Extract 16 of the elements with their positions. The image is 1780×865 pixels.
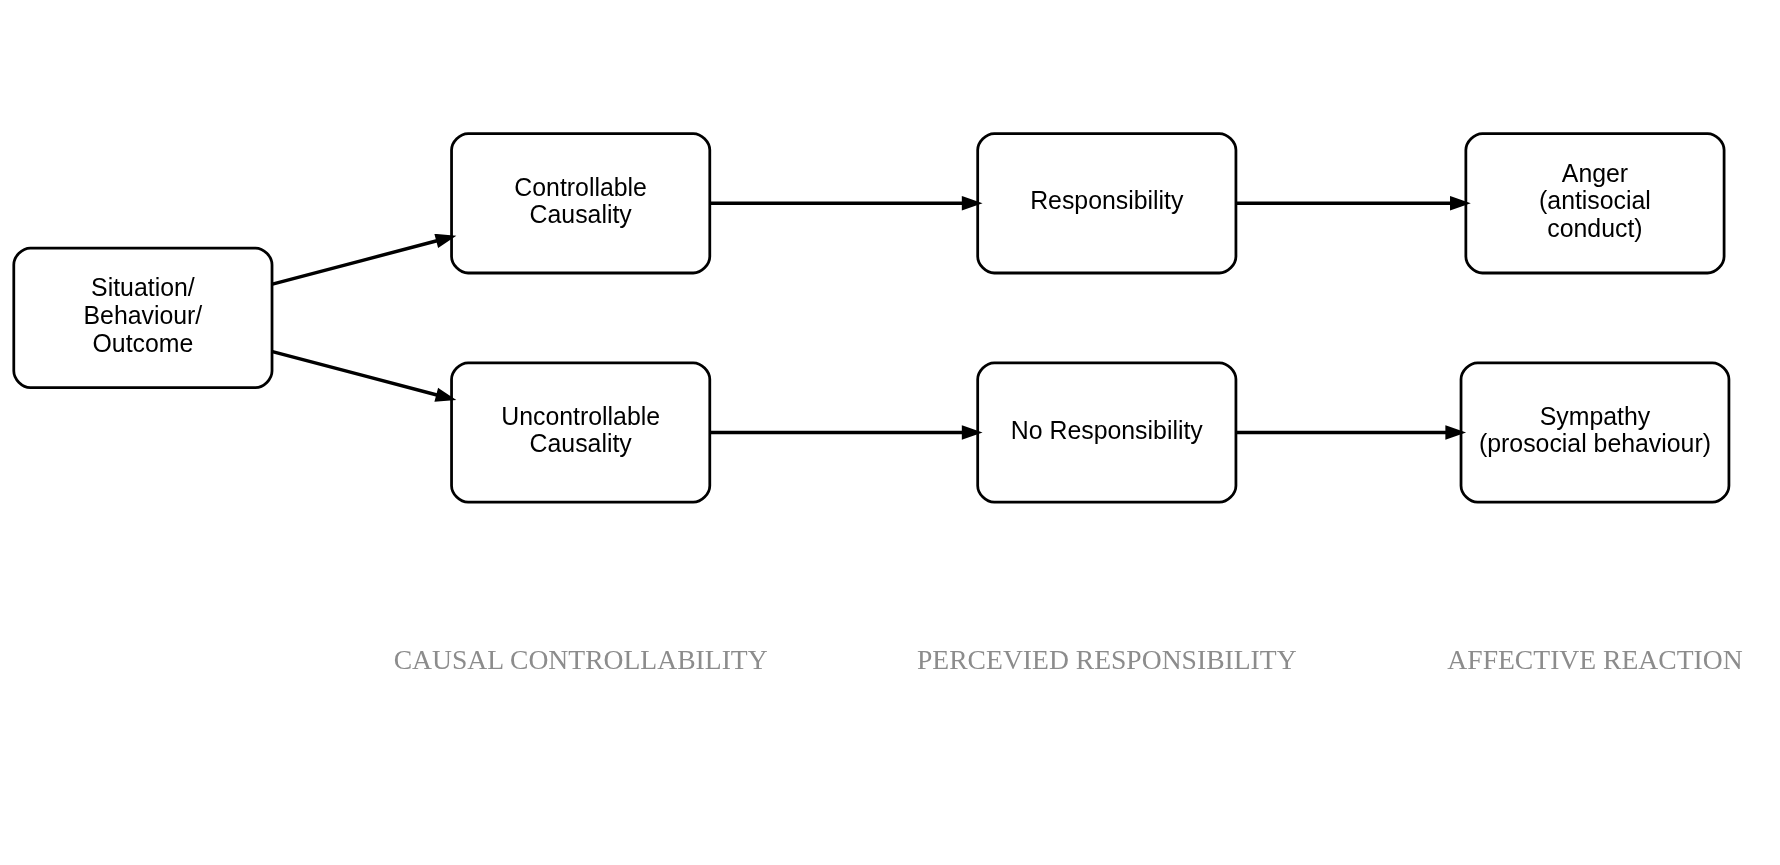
node-box: Controllable Causality (450, 132, 712, 275)
node-box: Uncontrollable Causality (450, 361, 712, 504)
label: PERCEVIED RESPONSIBILITY (916, 643, 1297, 675)
node-box: No Responsibility (976, 361, 1238, 504)
arrow (272, 350, 457, 402)
arrow (710, 196, 983, 211)
node-box: Situation/ Behaviour/ Outcome (12, 246, 274, 389)
node-box: Responsibility (976, 132, 1238, 275)
label: AFFECTIVE REACTION (1447, 643, 1743, 675)
arrow (1236, 425, 1467, 440)
node-box: Anger (antisocial conduct) (1464, 132, 1726, 275)
arrow (272, 233, 457, 286)
label: CAUSAL CONTROLLABILITY (393, 643, 768, 675)
arrow (710, 425, 983, 440)
arrow (1236, 196, 1471, 211)
node-box: Sympathy (prosocial behaviour) (1459, 361, 1731, 504)
